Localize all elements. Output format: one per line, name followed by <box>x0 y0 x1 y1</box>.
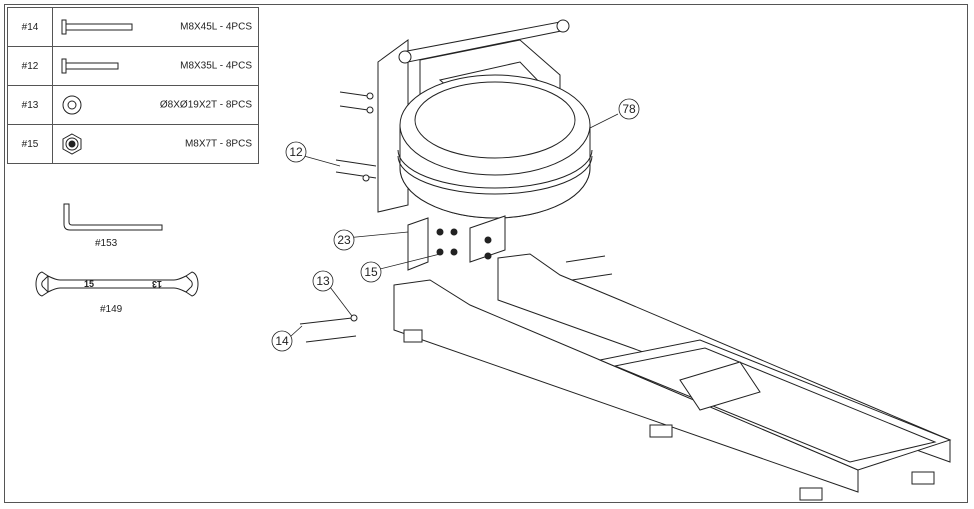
wrench-size-marking: 13 <box>152 279 162 289</box>
bolt <box>335 171 377 179</box>
callout-15 <box>360 261 382 283</box>
callout-78 <box>618 98 640 120</box>
handle-end <box>398 50 412 64</box>
nut <box>450 228 458 236</box>
part-description: M8X45L - 4PCS <box>52 7 259 47</box>
hex-nut-icon <box>62 133 82 155</box>
cross-member <box>679 361 761 411</box>
bolt <box>565 255 606 263</box>
callout-label: 78 <box>622 102 636 116</box>
washer <box>366 106 374 114</box>
nut <box>450 248 458 256</box>
nut <box>436 248 444 256</box>
foot <box>799 487 823 501</box>
tool-code: #153 <box>95 238 118 249</box>
bolt <box>335 159 377 167</box>
nut <box>484 236 492 244</box>
foot <box>911 471 935 485</box>
long-bolt-icon <box>61 19 133 35</box>
bolt <box>339 105 369 111</box>
bolt <box>339 91 369 97</box>
flywheel-ring <box>397 155 593 195</box>
bolt-icon <box>61 58 119 74</box>
callout-23 <box>333 229 355 251</box>
nut <box>484 252 492 260</box>
foot <box>649 424 673 438</box>
allen-key-icon <box>63 203 163 231</box>
part-spec: M8X35L - 4PCS <box>180 60 252 72</box>
washer <box>350 314 358 322</box>
part-description: M8X35L - 4PCS <box>52 46 259 86</box>
drawing-frame <box>4 4 968 503</box>
callout-label: 12 <box>289 145 303 159</box>
part-spec: M8X45L - 4PCS <box>180 21 252 33</box>
callout-label: 14 <box>275 334 289 348</box>
nut <box>436 228 444 236</box>
washer <box>362 174 370 182</box>
flywheel-ring <box>397 149 593 189</box>
parts-row: #15 M8X7T - 8PCS <box>7 124 259 164</box>
callout-13 <box>312 270 334 292</box>
slide-rail-track <box>613 347 937 463</box>
flywheel-cover <box>414 81 576 159</box>
callout-12 <box>285 141 307 163</box>
parts-row: #14 M8X45L - 4PCS <box>7 7 259 47</box>
bolt <box>305 335 357 343</box>
bracket <box>407 217 429 271</box>
callout-label: 23 <box>337 233 351 247</box>
wrench-size-marking: 15 <box>84 279 94 289</box>
part-description: Ø8XØ19X2T - 8PCS <box>52 85 259 125</box>
part-spec: Ø8XØ19X2T - 8PCS <box>159 99 252 111</box>
bolt <box>571 273 613 281</box>
handle-end <box>556 19 570 33</box>
slide-rail <box>598 339 952 471</box>
open-end-wrench-icon: 15 13 <box>35 271 199 297</box>
washer <box>366 92 374 100</box>
washer-icon <box>62 95 82 115</box>
bolt <box>299 317 353 325</box>
part-description: M8X7T - 8PCS <box>52 124 259 164</box>
callout-14 <box>271 330 293 352</box>
part-code: #15 <box>7 124 53 164</box>
callout-label: 15 <box>364 265 378 279</box>
parts-row: #13 Ø8XØ19X2T - 8PCS <box>7 85 259 125</box>
callout-label: 13 <box>316 274 330 288</box>
tool-code: #149 <box>100 304 123 315</box>
parts-row: #12 M8X35L - 4PCS <box>7 46 259 86</box>
parts-table: #14 M8X45L - 4PCS #12 M8X35L - 4PCS #13 <box>7 7 259 164</box>
part-code: #13 <box>7 85 53 125</box>
part-spec: M8X7T - 8PCS <box>184 138 252 150</box>
foot <box>403 329 423 343</box>
